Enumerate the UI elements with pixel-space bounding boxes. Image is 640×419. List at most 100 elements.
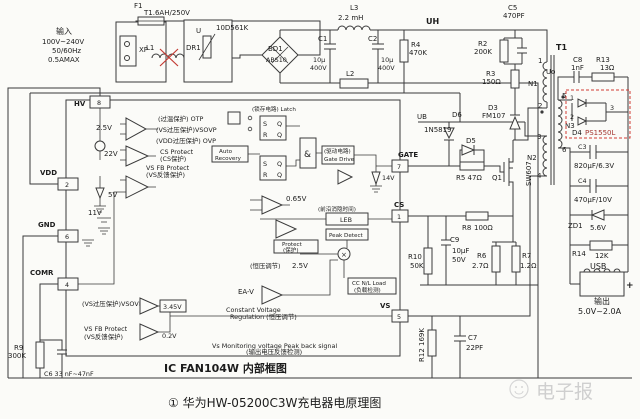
c3-label: C3 <box>578 143 587 151</box>
n1-label: N1 <box>528 80 538 88</box>
d4-value: PS1550L <box>585 129 615 137</box>
latch2-r: R <box>263 171 268 179</box>
output-label: 输出 <box>594 296 610 306</box>
input-label-1: 输入 <box>56 26 72 36</box>
c7-label: C7 <box>468 334 477 342</box>
label-cc2: (负载检测) <box>354 286 381 294</box>
ref-2v5b: 2.5V <box>292 262 308 270</box>
pin-hv-label: HV <box>74 100 86 108</box>
plug-pin-bottom <box>124 55 130 61</box>
pin-vdd-num: 2 <box>65 181 69 189</box>
figure-caption: ① 华为HW-05200C3W充电器电原理图 <box>168 395 381 410</box>
label-sig2: (输出电压反馈检测) <box>246 347 302 356</box>
cap-c1 <box>324 43 336 50</box>
l1-label: L1 <box>146 44 154 52</box>
latch1-qb: Q <box>277 131 282 139</box>
r4-value: 470K <box>409 49 427 57</box>
gnd-icon-4 <box>370 185 382 193</box>
label-latch: (锁存电路) Latch <box>252 105 296 113</box>
c5-value: 470PF <box>503 12 525 20</box>
wires-secondary <box>557 76 629 285</box>
watermark-eye-right <box>521 386 523 388</box>
c8-label: C8 <box>573 56 582 64</box>
r9-label: R9 <box>14 344 23 352</box>
d4-dashed-box <box>565 89 631 139</box>
label-drv1: (驱动电路) <box>324 147 351 155</box>
comr-network: R9 300K C6 33 nF~47nF <box>8 341 94 378</box>
r9-value: 300K <box>8 352 26 360</box>
plug-label: XP <box>139 46 148 54</box>
pin-comr-num: 4 <box>65 281 69 289</box>
plus-label: + <box>626 281 634 291</box>
resistor-r13 <box>591 72 615 82</box>
resistor-r10 <box>423 247 433 275</box>
latch2-q: Q <box>277 160 282 168</box>
l3-label: L3 <box>350 4 358 12</box>
ref-02v: 0.2V <box>162 332 177 340</box>
watermark-icon <box>509 379 529 399</box>
cap-c6 <box>57 349 67 355</box>
node-vsovp <box>247 126 253 132</box>
c9-value2: 50V <box>452 256 466 264</box>
pin-cs <box>391 209 409 223</box>
r4-label: R4 <box>411 41 421 49</box>
c4-value: 470μF/10V <box>574 196 612 204</box>
eav-amp <box>261 285 284 305</box>
comparator-2 <box>125 145 150 167</box>
pin-hv <box>89 95 111 109</box>
c6-label: C6 33 nF~47nF <box>44 370 94 378</box>
d5-label: D5 <box>466 137 476 145</box>
r7-label: R7 <box>522 252 531 260</box>
current-source-icon <box>94 140 106 152</box>
pin-comr-label: COMR <box>30 269 54 277</box>
label-cv1: Constant Voltage <box>226 306 281 314</box>
t1-dot-primary <box>540 110 544 114</box>
t1-pin5: 5 <box>562 92 566 100</box>
comparator-02 <box>139 323 160 341</box>
c1-value: 10μ <box>313 56 325 64</box>
primary-section: UB D6 1N5819 D5 R5 47Ω Q1 SW607 R6 2.7Ω … <box>408 111 537 362</box>
latch1-s: S <box>263 120 267 128</box>
comparator-065 <box>261 195 284 215</box>
bd1-value: ABS10 <box>266 56 287 64</box>
ref-22v: 22V <box>104 150 118 158</box>
sr-latch-1 <box>259 115 287 141</box>
n3-label: N3 <box>565 122 575 130</box>
d6-value: 1N5819 <box>424 126 452 134</box>
label-vsfb4: (VS反馈保护) <box>84 332 123 341</box>
r13-value: 13Ω <box>600 64 615 72</box>
resistor-r7 <box>511 245 521 273</box>
inductor-l2 <box>339 78 369 89</box>
cap-c2 <box>372 43 384 50</box>
d4-pin1: 1 <box>570 94 574 102</box>
output-value: 5.0V~2.0A <box>578 307 622 316</box>
zener-14v-icon <box>371 171 381 186</box>
pin-vs-label: VS <box>380 302 390 310</box>
node-otp <box>247 115 253 121</box>
d3-value: FM107 <box>482 112 505 120</box>
label-rec1: Auto <box>219 149 233 155</box>
pin-vs <box>391 309 409 323</box>
gate-drive-box <box>321 145 355 165</box>
label-cc1: CC N/L Load <box>352 281 386 287</box>
varistor-stroke <box>198 33 216 61</box>
resistor-r5 <box>459 161 485 171</box>
c2-value2: 400V <box>378 64 395 72</box>
latch1-r: R <box>263 131 268 139</box>
cap-c3 <box>589 145 597 159</box>
resistor-r8 <box>465 211 489 221</box>
input-label-4: 0.5AMAX <box>48 56 80 64</box>
usb-label: USB <box>590 262 606 271</box>
and-gate-label: & <box>304 150 311 160</box>
t1-pin1: 1 <box>538 57 542 65</box>
label-pb1: Protect <box>282 242 303 248</box>
c5-label: C5 <box>508 4 517 12</box>
d4-pin2: 2 <box>570 113 574 121</box>
d6-label: D6 <box>452 111 462 119</box>
input-label-2: 100V~240V <box>42 38 84 46</box>
cap-c9 <box>441 239 451 246</box>
label-ovp: (VDD过压保护) OVP <box>156 136 216 145</box>
label-rec2: Recovery <box>215 156 242 162</box>
